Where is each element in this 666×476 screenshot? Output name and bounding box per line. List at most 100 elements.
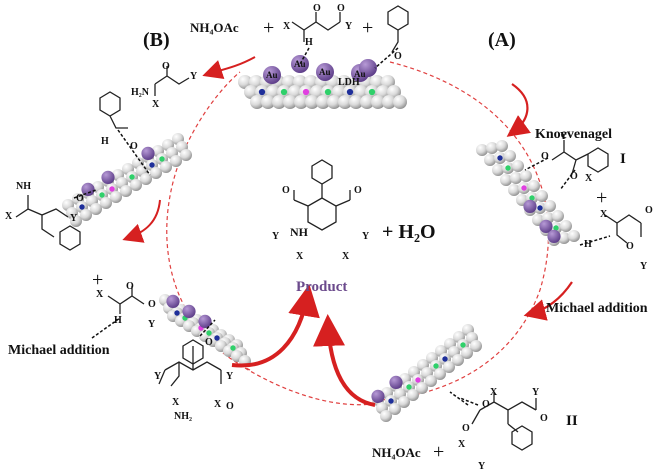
ldh-sphere [305,95,319,109]
dopant-dot [388,398,394,404]
ldh-sphere [476,144,488,156]
dopant-dot [529,195,535,201]
product-y-left: Y [272,231,280,242]
arrow-b-top [202,56,256,80]
ldh-sphere [371,95,385,109]
atom-o-int1-2: O [570,171,578,182]
ldh-sphere [393,95,407,109]
ldh-sphere [110,191,122,203]
au-label-1: Au [266,70,278,80]
ldh-sphere [398,396,410,408]
product-n-h: NH [290,225,308,239]
product-y-right: Y [362,231,370,242]
ldh-sphere [90,203,102,215]
atom-y-right: Y [640,261,648,272]
ldh-sphere [536,190,548,202]
ldh-sphere [510,172,522,184]
ldh-sphere [500,174,512,186]
atom-y-left-dk: Y [148,319,156,330]
arrow-to-product-right [313,314,376,407]
hydrogen-bond-lines [73,47,611,406]
intermediate-2-label: II [566,413,578,429]
atom-o-int1-1: O [541,151,549,162]
au-particle [141,146,155,160]
ldh-sphere [520,170,532,182]
atom-y-enamine: Y [190,71,198,82]
ldh-sphere [470,340,482,352]
dopant-dot [415,377,421,383]
product-x-right: X [342,251,350,262]
route-a-label: (A) [488,29,516,51]
ldh-sphere [120,185,132,197]
atom-x-int1: X [585,173,593,184]
ldh-sphere [560,220,572,232]
atom-o-bl-1: O [205,337,213,348]
ldh-sphere [250,95,264,109]
ldh-sphere [382,95,396,109]
dopant-dot [79,204,85,210]
ldh-sphere [425,375,437,387]
catalyst-right [476,140,580,246]
dopant-dot [442,356,448,362]
ldh-sphere [316,95,330,109]
molecule-structures [15,5,642,451]
dopant-dot [99,192,105,198]
dopant-dot [129,174,135,180]
atom-y-bl-1: Y [154,371,162,382]
atom-o-int2-3: O [462,423,470,434]
plus-top-2: + [362,17,374,39]
atom-o-left-dk-1: O [126,281,134,292]
arrow-michael-right [523,281,573,321]
dopant-dot [230,345,236,351]
atom-nh-left: NH [16,181,31,192]
nh4oac-top: NH₄OAc [190,20,239,35]
dopant-dot [214,335,220,341]
dopant-dot [149,162,155,168]
atom-nh2-bl: NH₂ [174,411,192,422]
atom-y-int2: Y [532,387,540,398]
ldh-sphere [70,215,82,227]
knoevenagel-label: Knoevenagel [535,127,612,142]
ldh-sphere [272,95,286,109]
ldh-sphere [407,389,419,401]
plus-top-1: + [263,17,275,39]
ldh-sphere [416,382,428,394]
ldh-sphere [512,160,524,172]
dopant-dot [324,88,332,96]
atom-x-bl-2: X [214,399,222,410]
ldh-sphere [443,361,455,373]
ldh-sphere [486,142,498,154]
product-x-left: X [296,251,304,262]
au-label-3: Au [319,67,331,77]
ldh-sphere [380,410,392,422]
atom-y-int1: Y [560,131,568,142]
dopant-dot [460,342,466,348]
au-label-4: Au [354,69,366,79]
product-o-left: O [282,185,290,196]
ldh-sphere [558,232,570,244]
ldh-sphere [496,140,508,152]
atom-o-top-2: O [337,3,345,14]
dopant-dot [537,205,543,211]
ldh-label: LDH [338,77,360,88]
ldh-sphere [568,230,580,242]
ldh-sphere [100,197,112,209]
route-b-label: (B) [143,29,170,51]
ldh-sphere [283,95,297,109]
atom-x-right: X [600,209,608,220]
atom-y-left: Y [70,213,78,224]
ldh-sphere [130,179,142,191]
dopant-dot [346,88,354,96]
ldh-sphere [504,150,516,162]
michael-addition-right: Michael addition [546,301,648,316]
atom-o-left-dk-2: O [148,299,156,310]
arrow-a-top [506,83,531,137]
dopant-dot [280,88,288,96]
au-particle [547,229,561,243]
ldh-sphere [492,164,504,176]
dopant-dot [159,156,165,162]
atom-o-right-1: O [645,205,653,216]
atom-x-enamine: X [152,99,160,110]
ldh-sphere [327,95,341,109]
